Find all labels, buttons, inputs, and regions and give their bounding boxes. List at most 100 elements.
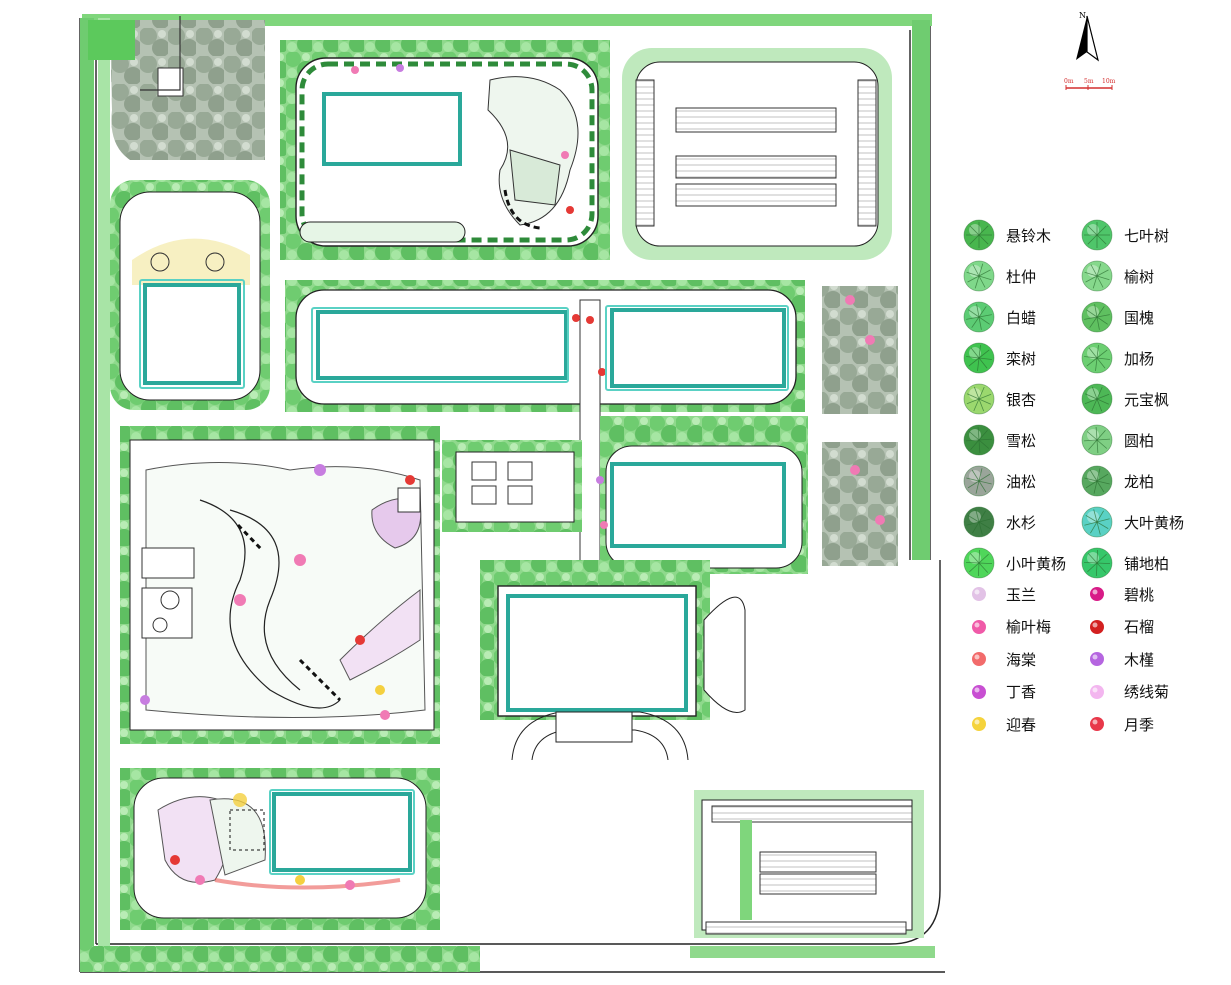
small-boxwood-icon xyxy=(962,546,996,580)
magnolia-icon xyxy=(962,577,996,611)
legend-label: 丁香 xyxy=(1006,683,1037,701)
legend-label: 杜仲 xyxy=(1006,267,1037,286)
legend-item: 石榴 xyxy=(1080,610,1154,644)
ash-tree-icon xyxy=(962,300,996,334)
legend-label: 油松 xyxy=(1006,472,1037,491)
legend-label: 圆柏 xyxy=(1124,431,1155,450)
cedar-icon xyxy=(962,423,996,457)
legend-label: 元宝枫 xyxy=(1124,390,1170,409)
north-garden-block xyxy=(280,40,610,260)
small-courtyard xyxy=(442,440,582,532)
legend-label: 石榴 xyxy=(1124,618,1155,636)
legend-item: 杜仲 xyxy=(962,259,1036,293)
legend-item: 圆柏 xyxy=(1080,423,1154,457)
legend-label: 银杏 xyxy=(1006,390,1037,409)
scale-label-5: 5m xyxy=(1084,78,1094,85)
crabapple-icon xyxy=(962,642,996,676)
legend-item: 加杨 xyxy=(1080,341,1154,375)
legend-item: 碧桃 xyxy=(1080,577,1154,611)
legend-item: 月季 xyxy=(1080,707,1154,741)
legend-item: 小叶黄杨 xyxy=(962,546,1066,580)
legend-label: 国槐 xyxy=(1124,308,1155,327)
legend-label: 白蜡 xyxy=(1006,308,1037,327)
scale-label-0: 0m xyxy=(1064,78,1074,85)
flowering-plum-icon xyxy=(962,610,996,644)
east-building-block xyxy=(596,416,808,574)
legend-item: 油松 xyxy=(962,464,1036,498)
legend-label: 碧桃 xyxy=(1124,585,1155,604)
legend-label: 龙柏 xyxy=(1124,472,1155,491)
goldenrain-tree-icon xyxy=(962,341,996,375)
dawn-redwood-icon xyxy=(962,505,996,539)
legend-label: 榆树 xyxy=(1124,267,1155,286)
legend-label: 迎春 xyxy=(1006,715,1037,734)
west-building-block xyxy=(110,180,270,410)
legend-item: 迎春 xyxy=(962,707,1036,741)
legend-label: 榆叶梅 xyxy=(1006,618,1052,636)
legend-item: 绣线菊 xyxy=(1080,675,1169,709)
canadian-poplar-icon xyxy=(1080,341,1114,375)
main-hall xyxy=(480,560,746,761)
horse-chestnut-icon xyxy=(1080,218,1114,252)
legend-label: 大叶黄杨 xyxy=(1124,513,1185,532)
legend-item: 玉兰 xyxy=(962,577,1036,611)
north-arrow: N xyxy=(1062,8,1112,68)
legend-item: 大叶黄杨 xyxy=(1080,505,1184,539)
hibiscus-icon xyxy=(1080,642,1114,676)
central-building-block xyxy=(285,280,805,591)
legend-item: 悬铃木 xyxy=(962,218,1051,252)
legend-item: 银杏 xyxy=(962,382,1036,416)
eucommia-icon xyxy=(962,259,996,293)
legend-label: 木槿 xyxy=(1124,650,1155,669)
winter-jasmine-icon xyxy=(962,707,996,741)
legend-item: 榆树 xyxy=(1080,259,1154,293)
elm-icon xyxy=(1080,259,1114,293)
juniper-icon xyxy=(1080,423,1114,457)
legend-label: 悬铃木 xyxy=(1006,226,1052,245)
south-garden-block xyxy=(120,768,440,930)
legend-label: 玉兰 xyxy=(1006,585,1037,604)
legend-item: 雪松 xyxy=(962,423,1036,457)
legend-label: 铺地柏 xyxy=(1124,554,1170,573)
legend-label: 水杉 xyxy=(1006,513,1037,532)
legend-item: 龙柏 xyxy=(1080,464,1154,498)
pagoda-tree-icon xyxy=(1080,300,1114,334)
north-arrow-letter: N xyxy=(1079,11,1086,20)
pomegranate-icon xyxy=(1080,610,1114,644)
large-boxwood-icon xyxy=(1080,505,1114,539)
legend-label: 绣线菊 xyxy=(1124,683,1170,701)
east-groves xyxy=(822,286,898,566)
plane-tree-icon xyxy=(962,218,996,252)
legend-item: 水杉 xyxy=(962,505,1036,539)
legend-item: 国槐 xyxy=(1080,300,1154,334)
maple-icon xyxy=(1080,382,1114,416)
lilac-icon xyxy=(962,675,996,709)
legend-label: 月季 xyxy=(1124,715,1155,734)
scale-label-10: 10m xyxy=(1102,78,1116,85)
legend-label: 加杨 xyxy=(1124,349,1155,368)
legend-item: 元宝枫 xyxy=(1080,382,1169,416)
legend-label: 海棠 xyxy=(1006,650,1037,669)
flowering-peach-icon xyxy=(1080,577,1114,611)
legend-item: 丁香 xyxy=(962,675,1036,709)
chinese-pine-icon xyxy=(962,464,996,498)
legend-item: 栾树 xyxy=(962,341,1036,375)
parking-lot-north xyxy=(622,48,892,260)
spiraea-icon xyxy=(1080,675,1114,709)
legend-label: 七叶树 xyxy=(1124,226,1170,245)
legend-item: 白蜡 xyxy=(962,300,1036,334)
ginkgo-icon xyxy=(962,382,996,416)
west-park xyxy=(120,426,440,744)
rose-icon xyxy=(1080,707,1114,741)
parking-lot-south xyxy=(694,790,924,938)
teal-hedges xyxy=(139,279,789,875)
scale-bar: 0m 5m 10m xyxy=(1060,76,1120,90)
dragon-juniper-icon xyxy=(1080,464,1114,498)
legend-label: 雪松 xyxy=(1006,431,1037,450)
legend-item: 七叶树 xyxy=(1080,218,1169,252)
legend-item: 铺地柏 xyxy=(1080,546,1169,580)
legend-item: 榆叶梅 xyxy=(962,610,1051,644)
legend-label: 小叶黄杨 xyxy=(1006,554,1067,573)
creeping-juniper-icon xyxy=(1080,546,1114,580)
